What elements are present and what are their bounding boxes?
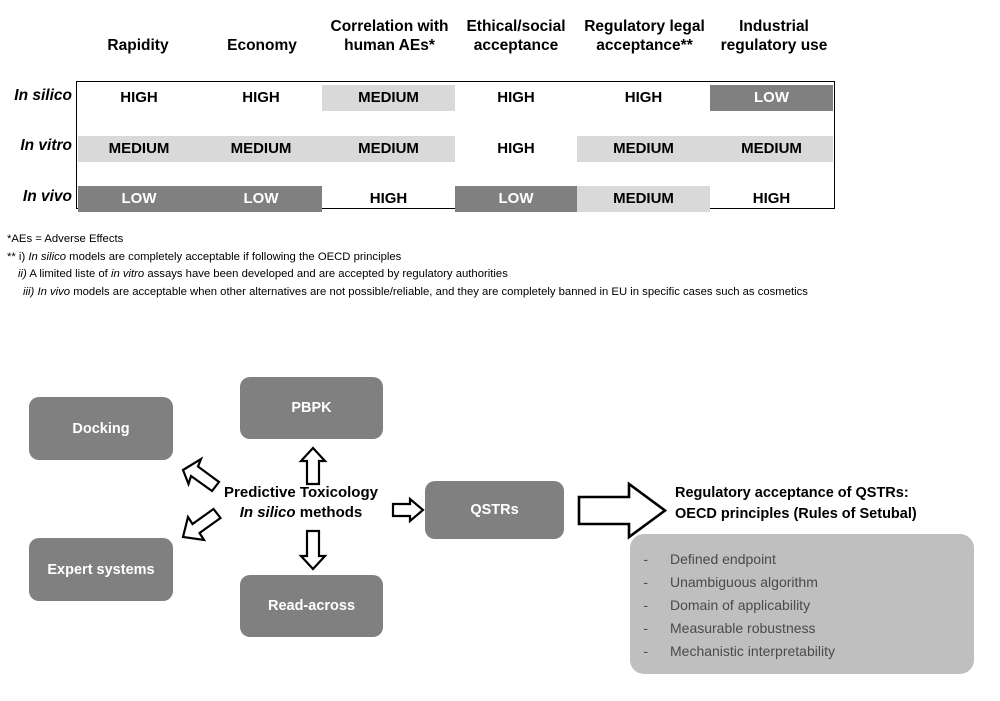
principle-label: Defined endpoint (670, 551, 776, 567)
table-cell-in-vivo-ethical: LOW (455, 186, 577, 212)
principle-label: Measurable robustness (670, 620, 816, 636)
column-header-line1: Ethical/social (466, 18, 566, 35)
principle-dash-icon: - (643, 620, 648, 636)
table-cell-in-vivo-regulatory-legal: MEDIUM (577, 186, 710, 212)
principle-item: - Defined endpoint (630, 548, 964, 571)
footnote-i-rest: models are completely acceptable if foll… (69, 250, 402, 263)
footnote-ii-rest: assays have been developed and are accep… (147, 268, 508, 280)
predictive-toxicology-flow-diagram: Docking Expert systems PBPK Read-across … (0, 355, 1000, 701)
center-label-line2-rest: methods (299, 504, 363, 521)
table-cell-in-vivo-rapidity: LOW (78, 186, 200, 212)
footnote-aes: *AEs = Adverse Effects (7, 233, 124, 245)
column-header-line2: acceptance** (596, 37, 693, 54)
row-label-in-vitro: In vitro (20, 137, 72, 154)
table-cell-in-vitro-rapidity: MEDIUM (78, 136, 200, 162)
method-comparison-table: Rapidity Economy Correlation with human … (0, 0, 1000, 225)
principle-dash-icon: - (643, 643, 648, 659)
table-cell-in-vivo-economy: LOW (200, 186, 322, 212)
arrow-downleft-to-expert-systems (181, 507, 223, 542)
table-cell-in-vitro-economy: MEDIUM (200, 136, 322, 162)
oecd-principles-box: - Defined endpoint - Unambiguous algorit… (630, 534, 974, 674)
center-label-predictive-toxicology: Predictive Toxicology In silico methods (213, 483, 389, 523)
regulatory-heading-line1: Regulatory acceptance of QSTRs: (675, 485, 909, 501)
arrow-down-to-read-across (298, 529, 328, 571)
table-cell-in-vivo-correlation: HIGH (369, 190, 408, 207)
footnote-iii-prefix: iii) (23, 285, 35, 298)
table-cell-in-silico-ethical: HIGH (497, 89, 535, 106)
table-cell-in-silico-economy: HIGH (242, 89, 280, 106)
arrow-up-to-pbpk (298, 446, 328, 486)
regulatory-acceptance-heading: Regulatory acceptance of QSTRs: OECD pri… (675, 483, 995, 525)
center-label-line2: In silico methods (213, 503, 389, 523)
column-header-rapidity: Rapidity (76, 36, 200, 55)
footnote-i-italic: In silico (28, 250, 67, 263)
center-label-line2-italic: In silico (239, 504, 296, 521)
principle-item: - Mechanistic interpretability (630, 640, 964, 663)
footnotes-block: *AEs = Adverse Effects ** i) In silico m… (7, 231, 997, 301)
principle-label: Mechanistic interpretability (670, 643, 835, 659)
table-cell-in-vivo-industrial: HIGH (752, 190, 791, 207)
column-header-line2: regulatory use (720, 37, 828, 54)
column-header-economy: Economy (200, 36, 324, 55)
row-label-in-vivo: In vivo (22, 188, 72, 205)
footnote-i-prefix: ** i) (7, 250, 26, 263)
column-header-line2: human AEs* (344, 37, 435, 54)
principle-label: Unambiguous algorithm (670, 574, 818, 590)
column-header-line1: Regulatory legal (584, 18, 705, 35)
column-header-regulatory-legal-acceptance: Regulatory legal acceptance** (577, 17, 712, 55)
node-expert-systems[interactable]: Expert systems (29, 538, 173, 601)
footnote-i: ** i) In silico models are completely ac… (7, 249, 997, 267)
footnote-ii-prefix: ii) (18, 268, 27, 280)
center-label-line1: Predictive Toxicology (224, 484, 378, 501)
node-qstrs[interactable]: QSTRs (425, 481, 564, 539)
principle-item: - Measurable robustness (630, 617, 964, 640)
table-cell-in-silico-industrial: LOW (710, 85, 833, 111)
footnote-iii-rest: models are acceptable when other alterna… (73, 285, 808, 298)
footnote-ii-pre: A limited liste of (29, 268, 108, 280)
column-header-line1: Rapidity (107, 37, 169, 54)
principle-dash-icon: - (643, 551, 648, 567)
node-pbpk[interactable]: PBPK (240, 377, 383, 439)
arrow-big-to-regulatory-acceptance (577, 481, 668, 540)
footnote-ii-italic: in vitro (110, 268, 145, 280)
arrow-upleft-to-docking (181, 456, 221, 493)
column-header-line2: acceptance (473, 37, 559, 54)
principle-dash-icon: - (643, 597, 648, 613)
footnote-iii: iii) In vivo models are acceptable when … (7, 284, 997, 302)
table-cell-in-vitro-ethical: HIGH (497, 140, 535, 157)
column-header-industrial-regulatory-use: Industrial regulatory use (712, 17, 836, 55)
footnote-iii-italic: In vivo (37, 285, 71, 298)
column-header-ethical-social-acceptance: Ethical/social acceptance (456, 17, 576, 55)
principle-label: Domain of applicability (670, 597, 811, 613)
table-cell-in-silico-rapidity: HIGH (120, 89, 158, 106)
table-cell-in-silico-regulatory-legal: HIGH (624, 89, 663, 106)
principle-item: - Domain of applicability (630, 594, 964, 617)
footnote-ii: ii) A limited liste of in vitro assays h… (7, 266, 997, 284)
column-header-line1: Industrial (739, 18, 809, 35)
row-label-in-silico: In silico (14, 87, 72, 104)
principle-dash-icon: - (643, 574, 648, 590)
column-header-correlation-human-aes: Correlation with human AEs* (322, 17, 457, 55)
regulatory-heading-line2: OECD principles (Rules of Setubal) (675, 506, 917, 522)
table-cell-in-vitro-regulatory-legal: MEDIUM (577, 136, 710, 162)
principle-item: - Unambiguous algorithm (630, 571, 964, 594)
arrow-right-to-qstrs (391, 496, 425, 524)
table-cell-in-vitro-industrial: MEDIUM (710, 136, 833, 162)
table-cell-in-vitro-correlation: MEDIUM (322, 136, 455, 162)
column-header-line1: Economy (227, 37, 297, 54)
column-header-line1: Correlation with (330, 18, 449, 35)
table-cell-in-silico-correlation: MEDIUM (322, 85, 455, 111)
node-docking[interactable]: Docking (29, 397, 173, 460)
node-read-across[interactable]: Read-across (240, 575, 383, 637)
